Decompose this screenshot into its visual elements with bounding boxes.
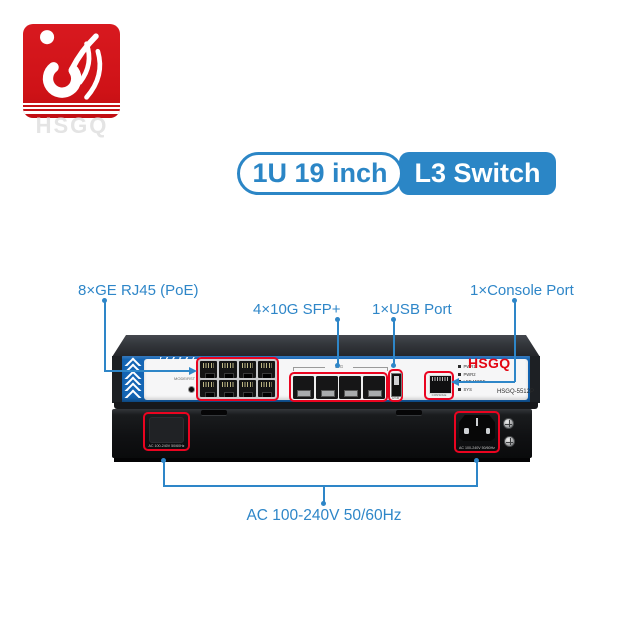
logo-stripe bbox=[23, 107, 120, 109]
led-row: PWR2 bbox=[458, 371, 498, 379]
rear-panel-shadow bbox=[114, 458, 530, 462]
callout-dot bbox=[391, 363, 396, 368]
callout-line bbox=[459, 381, 515, 383]
callout-line bbox=[162, 485, 478, 487]
rear-rating-label-group: AC 100-240V 50/60Hz bbox=[143, 412, 190, 451]
callout-dot bbox=[321, 501, 326, 506]
c14-power-inlet bbox=[459, 415, 495, 441]
callout-dot bbox=[512, 298, 517, 303]
callout-line bbox=[103, 301, 106, 371]
faceplate-brand: HSGQ bbox=[468, 355, 511, 371]
usb-port-label: USB bbox=[391, 396, 400, 400]
led-label: PWR1 bbox=[463, 364, 476, 370]
power-rating-text: AC 100-240V 50/60Hz bbox=[459, 445, 495, 450]
brand-wordmark: HSGQ bbox=[35, 113, 109, 138]
badge-1u-19inch: 1U 19 inch bbox=[237, 152, 403, 195]
console-port-label: CONSOLE bbox=[431, 393, 447, 397]
rj45-port-group bbox=[196, 357, 279, 401]
rj45-port bbox=[238, 361, 256, 378]
mode-rst-button bbox=[188, 386, 195, 393]
callout-dot bbox=[391, 317, 396, 322]
callout-line bbox=[162, 461, 165, 487]
brand-logo bbox=[23, 24, 120, 118]
callout-line bbox=[475, 461, 478, 487]
screw-icon bbox=[504, 436, 515, 447]
logo-stripe bbox=[23, 111, 120, 114]
chassis-right-edge bbox=[530, 356, 540, 403]
sfp-cage bbox=[339, 375, 362, 399]
callout-dot bbox=[474, 458, 479, 463]
sfp-cage bbox=[292, 375, 315, 399]
callout-dot bbox=[335, 363, 340, 368]
switch-rear-view: AC 100-240V 50/60Hz AC 100-240V 50/60Hz bbox=[112, 409, 532, 463]
callout-console-label: 1×Console Port bbox=[470, 282, 574, 299]
led-label: SYS bbox=[463, 386, 472, 392]
rear-rating-text: AC 100-240V 50/60Hz bbox=[148, 443, 185, 448]
callout-line bbox=[322, 486, 325, 503]
callout-power-label: AC 100-240V 50/60Hz bbox=[246, 507, 402, 524]
inlet-pin bbox=[464, 428, 469, 434]
callout-dot bbox=[335, 317, 340, 322]
callout-rj45-label: 8×GE RJ45 (PoE) bbox=[78, 282, 199, 299]
led-row: SYS bbox=[458, 386, 498, 394]
bird-icon bbox=[40, 30, 103, 100]
sfp-cage bbox=[362, 375, 385, 399]
inlet-pin bbox=[485, 428, 490, 434]
led-indicator-icon bbox=[458, 372, 461, 376]
led-row: PWR1 bbox=[458, 363, 498, 371]
sfp-port-group bbox=[289, 372, 388, 402]
rj45-port bbox=[219, 361, 237, 378]
rear-vent-slot bbox=[201, 410, 227, 416]
callout-sfp-label: 4×10G SFP+ bbox=[253, 301, 341, 318]
led-indicator-icon bbox=[458, 387, 461, 391]
badge-l3-switch: L3 Switch bbox=[399, 152, 556, 195]
chassis-bottom-strip bbox=[114, 402, 538, 409]
rj45-port bbox=[200, 380, 218, 397]
rj45-port bbox=[200, 361, 218, 378]
callout-line bbox=[392, 320, 395, 364]
rj45-ports bbox=[200, 361, 275, 397]
switch-front-view: MODE/RST 10G USB CONSOLE PWR1PWR2LED MOD… bbox=[112, 335, 540, 409]
mode-rst-label: MODE/RST bbox=[174, 376, 196, 381]
usb-port-group: USB bbox=[388, 369, 403, 402]
callout-line bbox=[513, 301, 516, 382]
callout-dot bbox=[102, 298, 107, 303]
led-label: PWR2 bbox=[463, 371, 476, 377]
callout-arrow bbox=[451, 378, 459, 386]
rear-rating-plate bbox=[149, 417, 184, 443]
console-port-group: CONSOLE bbox=[424, 371, 454, 400]
chassis-top bbox=[112, 335, 540, 357]
sfp-cage bbox=[315, 375, 338, 399]
led-indicator-icon bbox=[458, 365, 461, 369]
faceplate-model: HSGQ-5512P bbox=[496, 389, 534, 395]
callout-line bbox=[336, 320, 339, 364]
rj45-port bbox=[257, 380, 275, 397]
inlet-pin bbox=[475, 418, 479, 426]
callout-usb-label: 1×USB Port bbox=[372, 301, 452, 318]
rj45-port bbox=[238, 380, 256, 397]
chassis-left-edge bbox=[112, 356, 122, 403]
usb-port-inner bbox=[394, 376, 399, 385]
callout-dot bbox=[161, 458, 166, 463]
callout-arrow bbox=[189, 367, 197, 375]
ground-screw-icon bbox=[503, 418, 514, 429]
rj45-port bbox=[257, 361, 275, 378]
console-port bbox=[428, 375, 452, 394]
logo-stripe bbox=[23, 103, 120, 105]
callout-line bbox=[104, 370, 189, 372]
rear-vent-slot bbox=[396, 410, 422, 416]
usb-port bbox=[391, 373, 402, 397]
rj45-port bbox=[219, 380, 237, 397]
power-inlet-group: AC 100-240V 50/60Hz bbox=[454, 411, 500, 453]
